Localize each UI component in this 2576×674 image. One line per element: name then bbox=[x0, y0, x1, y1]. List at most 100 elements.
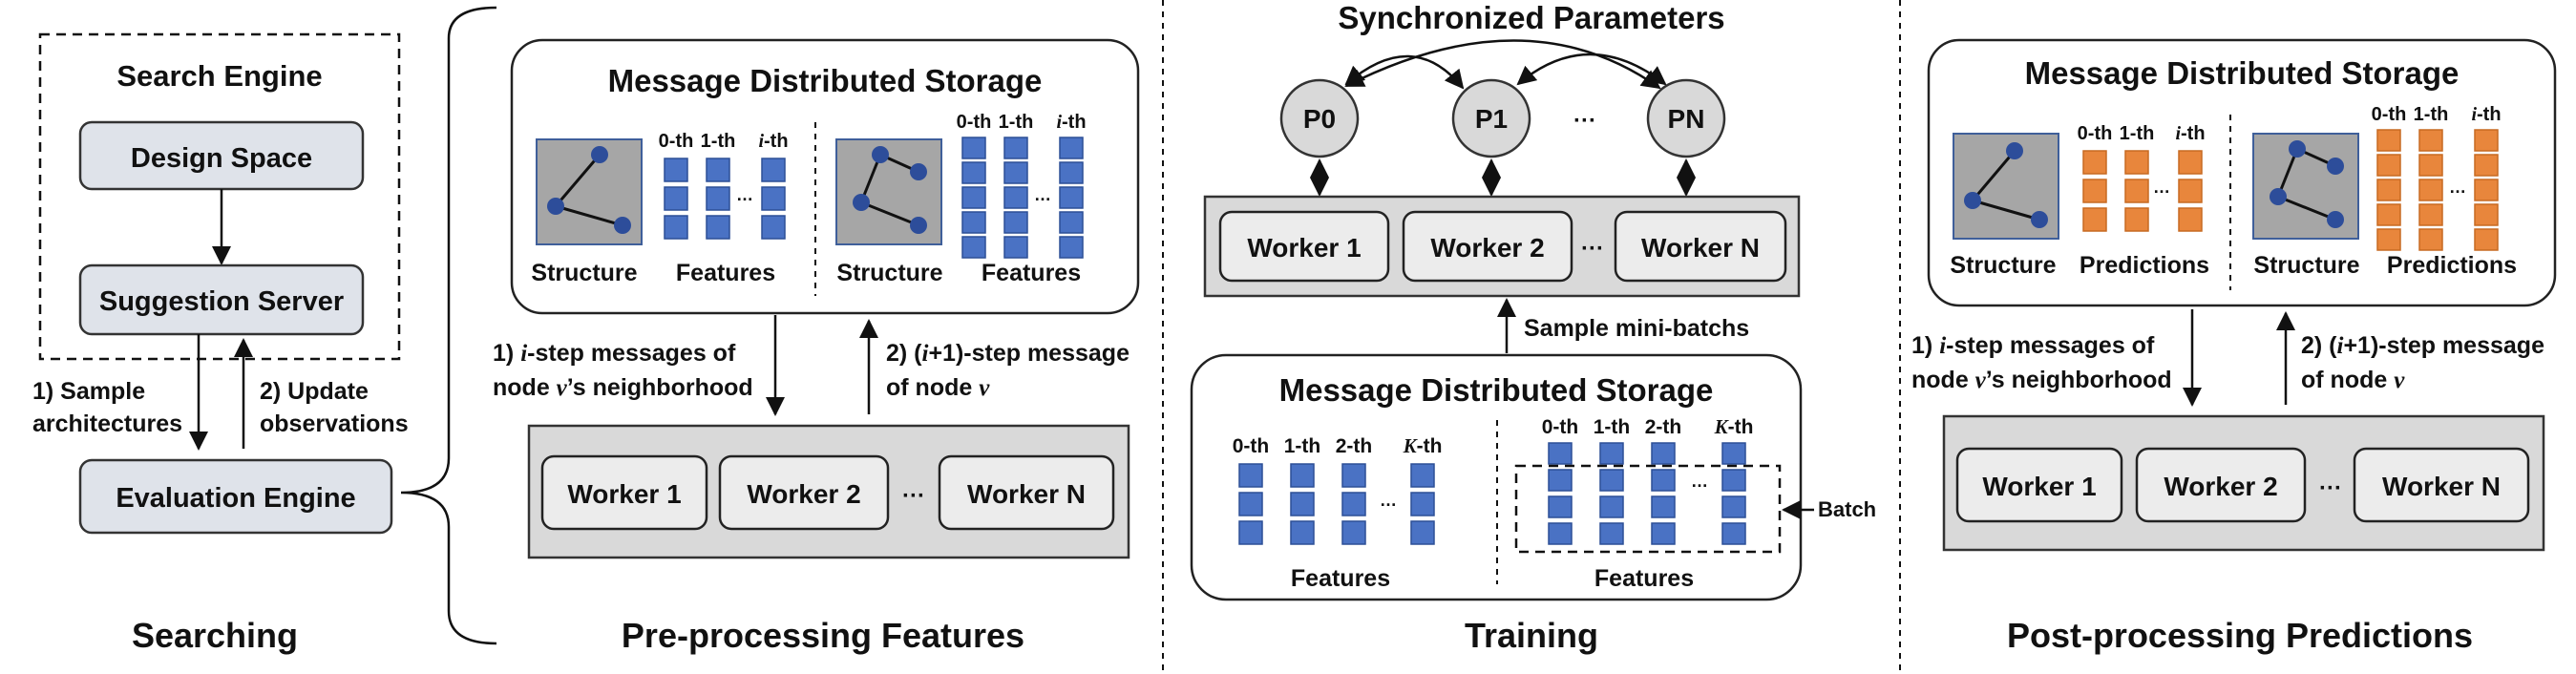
pre-feature-col0-left bbox=[664, 158, 688, 240]
graph-edge bbox=[1971, 150, 2016, 201]
preprocessing-section: Message Distributed Storage Structure 0-… bbox=[493, 38, 1140, 655]
post-msg-right-line2: of node v bbox=[2301, 367, 2405, 393]
train-worker-dots: ··· bbox=[1581, 236, 1604, 262]
param-node-p0-label: P0 bbox=[1303, 104, 1336, 134]
search-engine-frame bbox=[38, 32, 401, 361]
pre-col0-label-right: 0-th bbox=[957, 112, 992, 133]
update-label-1: 2) Update bbox=[260, 378, 369, 405]
pre-worker-1-label: Worker 1 bbox=[567, 479, 681, 509]
graph-node bbox=[1964, 192, 1981, 209]
pre-feature-col1-left bbox=[706, 158, 730, 240]
pre-msg-right-line2: of node v bbox=[886, 374, 990, 401]
training-section: Synchronized Parameters P0 P1 ··· PN Wor… bbox=[1190, 0, 1876, 655]
postprocessing-section: Message Distributed Storage Structure 0-… bbox=[1911, 38, 2557, 655]
post-coli-label-right: i-th bbox=[2471, 104, 2501, 125]
train-storage-title: Message Distributed Storage bbox=[1279, 372, 1714, 408]
graph-edge bbox=[554, 154, 602, 207]
preprocessing-section-title: Pre-processing Features bbox=[622, 616, 1024, 655]
searching-section-title: Searching bbox=[132, 616, 298, 655]
pre-col0-label-left: 0-th bbox=[659, 131, 694, 152]
postprocessing-section-title: Post-processing Predictions bbox=[2007, 616, 2473, 655]
pre-ellipsis-right: … bbox=[1034, 185, 1051, 204]
graph-node bbox=[910, 217, 927, 234]
param-node-p0 bbox=[1279, 78, 1360, 158]
post-col0-label-right: 0-th bbox=[2372, 104, 2407, 125]
searching-section: Search Engine Design Space Suggestion Se… bbox=[32, 6, 497, 655]
pre-worker-1 bbox=[540, 454, 708, 531]
pre-worker-n-label: Worker N bbox=[967, 479, 1086, 509]
param-dots: ··· bbox=[1573, 108, 1596, 134]
train-feature-col0-left bbox=[1238, 463, 1263, 545]
post-msg-right-line1: 2) (i+1)-step message bbox=[2301, 332, 2544, 359]
graph-node bbox=[853, 194, 870, 211]
update-label-2: observations bbox=[260, 411, 409, 437]
pre-col1-label-left: 1-th bbox=[701, 131, 736, 152]
train-worker-2 bbox=[1402, 210, 1573, 283]
train-feature-colk-right bbox=[1721, 442, 1746, 545]
post-coli-label-left: i-th bbox=[2175, 123, 2205, 144]
evaluation-engine-label: Evaluation Engine bbox=[116, 483, 355, 514]
graph-node bbox=[547, 198, 564, 215]
pre-features-label-right: Features bbox=[982, 260, 1081, 286]
train-worker-1 bbox=[1218, 210, 1390, 283]
post-ellipsis-right: … bbox=[2449, 178, 2466, 197]
post-col1-label-right: 1-th bbox=[2414, 104, 2449, 125]
post-predictions-label-right: Predictions bbox=[2387, 252, 2517, 279]
graph-node bbox=[872, 146, 889, 163]
train-feature-col0-right bbox=[1548, 442, 1573, 545]
post-structure-label-right: Structure bbox=[2253, 252, 2359, 279]
train-colk-label-right: K-th bbox=[1714, 415, 1754, 438]
pre-feature-col1-right bbox=[1003, 137, 1028, 259]
post-worker-n-label: Worker N bbox=[2382, 472, 2501, 501]
pre-msg-left-line2: node v’s neighborhood bbox=[493, 374, 753, 401]
train-colk-label-left: K-th bbox=[1403, 434, 1443, 457]
train-feature-col2-left bbox=[1341, 463, 1366, 545]
pre-features-label-left: Features bbox=[676, 260, 775, 286]
train-feature-colk-left bbox=[1410, 463, 1435, 545]
post-msg-left-line1: 1) i-step messages of bbox=[1911, 332, 2155, 359]
design-space-label: Design Space bbox=[131, 143, 312, 174]
graph-edge bbox=[1972, 199, 2040, 221]
pre-coli-label-left: i-th bbox=[758, 131, 788, 152]
post-col1-label-left: 1-th bbox=[2120, 123, 2155, 144]
param-node-pn-label: PN bbox=[1668, 104, 1705, 134]
train-features-label-right: Features bbox=[1594, 565, 1694, 592]
train-worker-n bbox=[1614, 210, 1787, 283]
curly-brace bbox=[400, 6, 497, 645]
post-prediction-coli-right bbox=[2474, 129, 2499, 251]
train-worker-2-label: Worker 2 bbox=[1430, 233, 1544, 263]
sample-minibatch-label: Sample mini-batchs bbox=[1524, 315, 1749, 342]
pre-msg-right-line1: 2) (i+1)-step message bbox=[886, 340, 1130, 367]
post-storage-title: Message Distributed Storage bbox=[2025, 55, 2460, 91]
train-feature-col1-left bbox=[1290, 463, 1315, 545]
pre-structure-label-right: Structure bbox=[836, 260, 942, 286]
post-worker-1 bbox=[1955, 447, 2123, 523]
pre-feature-coli-left bbox=[761, 158, 786, 240]
graph-edge bbox=[555, 204, 623, 227]
train-col1-label-left: 1-th bbox=[1284, 435, 1321, 457]
suggestion-server-label: Suggestion Server bbox=[99, 286, 344, 317]
post-worker-2-label: Worker 2 bbox=[2164, 472, 2277, 501]
sync-arrow-p1-pn bbox=[1516, 53, 1667, 86]
graph-node bbox=[591, 146, 608, 163]
pre-worker-2 bbox=[718, 454, 890, 531]
train-feature-col2-right bbox=[1651, 442, 1676, 545]
param-node-p1-label: P1 bbox=[1475, 104, 1508, 134]
post-prediction-col0-right bbox=[2376, 129, 2401, 251]
graph-node bbox=[2031, 211, 2048, 228]
evaluation-engine-box bbox=[78, 458, 393, 535]
train-col1-label-right: 1-th bbox=[1594, 416, 1631, 438]
suggestion-server-box bbox=[78, 263, 365, 336]
pre-worker-2-label: Worker 2 bbox=[747, 479, 860, 509]
train-features-label-left: Features bbox=[1291, 565, 1390, 592]
post-structure-label-left: Structure bbox=[1950, 252, 2056, 279]
graph-node bbox=[614, 217, 631, 234]
sync-params-title: Synchronized Parameters bbox=[1338, 0, 1724, 35]
batch-label: Batch bbox=[1818, 497, 1876, 521]
train-col2-label-right: 2-th bbox=[1645, 416, 1682, 438]
search-engine-title: Search Engine bbox=[116, 59, 322, 93]
post-prediction-col0-left bbox=[2082, 150, 2107, 232]
post-worker-1-label: Worker 1 bbox=[1982, 472, 2096, 501]
